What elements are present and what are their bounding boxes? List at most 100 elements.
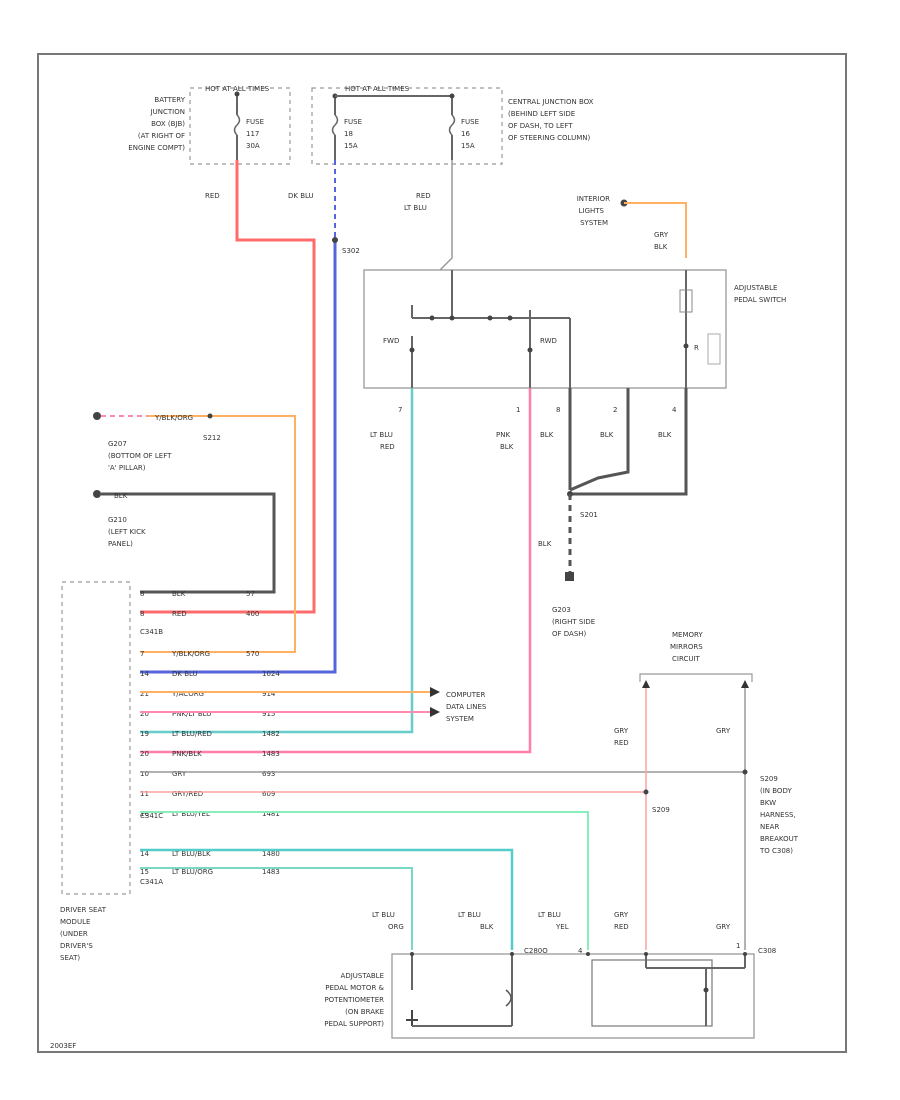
sw-pin-8: 8 [556,406,560,414]
battery-junction-box: HOT AT ALL TIMES BATTERY JUNCTION BOX (B… [128,85,291,165]
wire-blk-4 [570,388,688,496]
label-gry-red-top-0: GRY [614,727,629,735]
wire-lt-blu-yel [140,811,589,950]
wire-blk-2 [569,388,630,492]
row-7-color: PNK/BLK [172,750,202,758]
pedal-motor-0: ADJUSTABLE [341,972,384,980]
fuse1-line-2: 30A [246,142,260,150]
cjb-line-1: (BEHIND LEFT SIDE [508,110,575,118]
computer-data-1: DATA LINES [446,703,487,711]
bjb-line-2: BOX (BJB) [151,120,185,128]
label-gry-blk-0: GRY [654,231,669,239]
g207-2: 'A' PILLAR) [108,464,146,472]
s209-desc-1: BKW [760,799,776,807]
conn-c280o: C280O [524,947,548,955]
memory-2: CIRCUIT [672,655,701,663]
row-1-color: RED [172,610,187,618]
row-7-pin: 20 [140,750,149,758]
dsm-2: (UNDER [60,930,88,938]
row-4-color: Y/ACORG [171,690,204,698]
adjustable-pedal-switch: ADJUSTABLE PEDAL SWITCH FWD RWD R 7 1 8 … [363,269,786,414]
row-10-color: LT BLU/YEL [172,810,210,818]
label-gry-red-bot-0: GRY [614,911,629,919]
row-5-color: PNK/LT BLU [172,710,211,718]
label-pnk-blk-0: PNK [496,431,510,439]
hot-label-1: HOT AT ALL TIMES [205,85,270,93]
conn-c341a: C341A [140,878,163,886]
driver-seat-module: DRIVER SEAT MODULE (UNDER DRIVER'S SEAT)… [60,581,163,962]
adjustable-pedal-motor: ADJUSTABLE PEDAL MOTOR & POTENTIOMETER (… [324,953,755,1039]
pedal-switch-0: ADJUSTABLE [734,284,777,292]
splice-s201: S201 [580,511,598,519]
bjb-line-3: (AT RIGHT OF [138,132,185,140]
cjb-line-2: OF DASH, TO LEFT [508,122,573,130]
memory-0: MEMORY [672,631,703,639]
label-blk-g210: BLK [114,492,128,500]
s209-desc-0: (IN BODY [760,787,792,795]
pedal-motor-3: (ON BRAKE [345,1008,384,1016]
conn-c341c: C341C [140,812,163,820]
sw-pin-2: 2 [613,406,617,414]
g210-2: PANEL) [108,540,133,548]
g207-1: (BOTTOM OF LEFT [108,452,172,460]
row-6-pin: 19 [140,730,149,738]
row-11-color: LT BLU/BLK [172,850,211,858]
row-10-pin: 16 [140,810,149,818]
label-red-lt-blu-1: LT BLU [404,204,427,212]
interior-lights-0: INTERIOR [577,195,610,203]
row-12-color: LT BLU/ORG [172,868,213,876]
bjb-line-4: ENGINE COMPT) [128,144,185,152]
label-lt-blu-blk-0: LT BLU [458,911,481,919]
s209-desc-5: TO C308) [759,847,793,855]
row-4-pin: 21 [140,690,149,698]
g210-0: G210 [108,516,127,524]
s209-desc-3: NEAR [760,823,779,831]
label-gry-red-top-1: RED [614,739,629,747]
memory-1: MIRRORS [670,643,703,651]
cjb-line-0: CENTRAL JUNCTION BOX [508,98,594,106]
pedal-motor-2: POTENTIOMETER [324,996,384,1004]
row-11-pin: 14 [140,850,149,858]
row-2-circuit: 570 [246,650,259,658]
row-12-circuit: 1483 [262,868,280,876]
row-8-pin: 10 [140,770,149,778]
sw-pin-7: 7 [398,406,402,414]
arrow-computer-2 [430,707,440,717]
row-10-circuit: 1481 [262,810,280,818]
pedal-motor-1: PEDAL MOTOR & [325,984,384,992]
label-lt-blu-yel-1: YEL [555,923,569,931]
row-5-pin: 20 [140,710,149,718]
label-gry-blk-1: BLK [654,243,668,251]
row-9-pin: 11 [140,790,149,798]
row-12-pin: 15 [140,868,149,876]
row-7-circuit: 1483 [262,750,280,758]
row-0-circuit: 57 [246,590,255,598]
central-junction-box: HOT AT ALL TIMES CENTRAL JUNCTION BOX (B… [311,85,594,165]
fuse1-line-1: 117 [246,130,259,138]
sw-pin-1: 1 [516,406,520,414]
label-dk-blu: DK BLU [288,192,314,200]
wire-red [140,160,316,614]
wire-lt-blu-red [140,388,414,734]
row-3-pin: 14 [140,670,149,678]
wire-lt-blu-org [140,867,413,950]
fuse2-line-0: FUSE [344,118,362,126]
row-0-color: BLK [172,590,186,598]
pedal-motor-4: PEDAL SUPPORT) [324,1020,384,1028]
fuse3-line-0: FUSE [461,118,479,126]
computer-data-0: COMPUTER [446,691,485,699]
s209-desc-4: BREAKOUT [760,835,799,843]
footer-code: 2003EF [50,1042,76,1050]
label-lt-blu-red-0: LT BLU [370,431,393,439]
g203-2: OF DASH) [552,630,587,638]
interior-lights-system: INTERIOR LIGHTS SYSTEM GRY BLK [577,195,687,258]
dsm-3: DRIVER'S [60,942,93,950]
g203-0: G203 [552,606,571,614]
label-blk-1: BLK [540,431,554,439]
pin-c-4: 4 [578,947,583,955]
bjb-line-0: BATTERY [154,96,185,104]
ground-g207-icon [93,412,101,420]
label-lt-blu-red-1: RED [380,443,395,451]
ground-g210-icon [93,490,101,498]
